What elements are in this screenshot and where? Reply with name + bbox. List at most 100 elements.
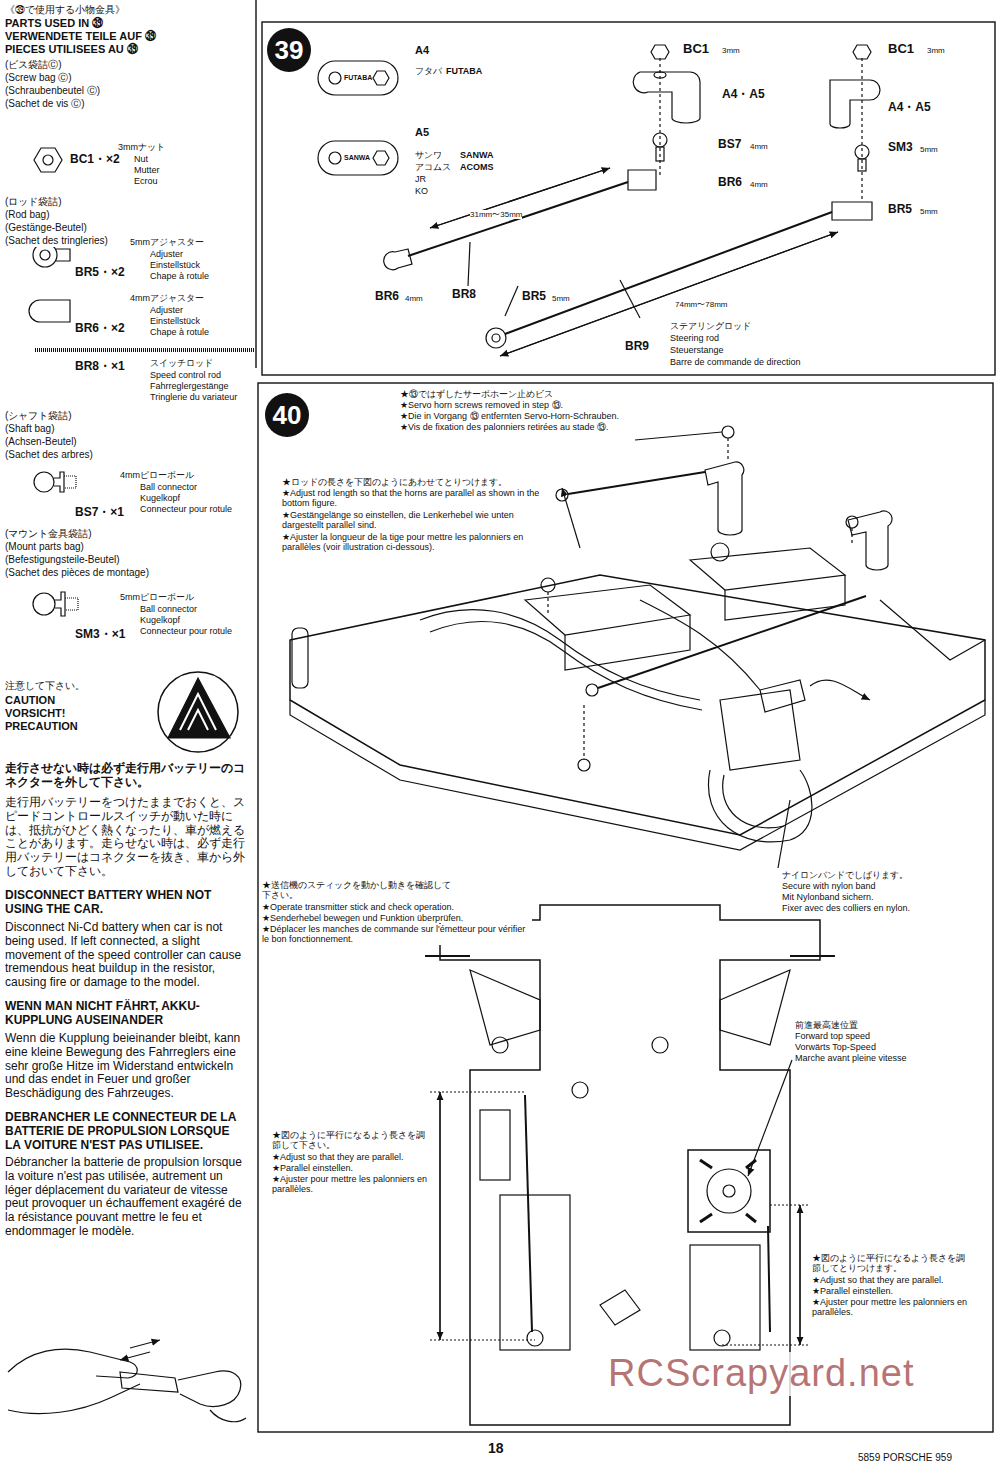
annotation-label: ★Vis de fixation des palonniers retirées… [400, 422, 608, 432]
annotation-label: アコムス [415, 162, 451, 172]
annotation-label: Mit Nylonband sichern. [782, 892, 874, 902]
annotation-label: ★Gestängelänge so einstellen, die Lenker… [282, 510, 542, 531]
annotation-label: SANWA [344, 154, 370, 162]
annotation-label: 4mm [405, 294, 423, 303]
annotation-label: (Achsen-Beutel) [5, 436, 77, 448]
speed-linkage [384, 45, 700, 316]
frames [256, 0, 995, 1432]
annotation-label: BR6・×2 [75, 322, 125, 336]
annotation-label: (Schraubenbeutel Ⓒ) [5, 85, 100, 97]
annotation-label: 5mmアジャスター [130, 237, 204, 247]
annotation-label: PARTS USED IN ㊴ [5, 17, 250, 30]
annotation-label: 前進最高速位置 [795, 1020, 858, 1030]
annotation-label: 4mmアジャスター [130, 293, 204, 303]
annotation-label: Tringlerie du variateur [150, 392, 237, 402]
annotation-label: DISCONNECT BATTERY WHEN NOT USING THE CA… [5, 889, 243, 917]
annotation-label: Steering rod [670, 333, 719, 343]
annotation-label: 3mmナット [118, 142, 165, 152]
annotation-label: 《㊴で使用する小物金具》 [5, 4, 250, 16]
annotation-label: SANWA [460, 150, 494, 160]
annotation-label: ★Operate transmitter stick and check ope… [262, 902, 532, 912]
annotation-label: スイッチロッド [150, 358, 213, 368]
annotation-label: BR5・×2 [75, 266, 125, 280]
annotation-label: KO [415, 186, 428, 196]
annotation-label: ★Ajuster la longueur de la tige pour met… [282, 532, 547, 553]
annotation-label: 注意して下さい。 [5, 680, 85, 692]
annotation-label: A4・A5 [722, 88, 765, 102]
annotation-label: ★図のように平行になるよう長さを調節してとりつけます。 [812, 1253, 972, 1274]
annotation-label: Adjuster [150, 249, 183, 259]
annotation-label: (Rod bag) [5, 209, 49, 221]
annotation-label: ★Adjust so that they are parallel. [272, 1152, 432, 1162]
annotation-label: ナイロンバンドでしばります。 [782, 870, 908, 880]
annotation-label: 走行用バッテリーをつけたままでおくと、スピードコントロールスイッチが動いた時には… [5, 796, 247, 879]
annotation-label: 4mm [750, 142, 768, 151]
annotation-label: ★Ajuster pour mettre les palonniers en p… [812, 1297, 972, 1318]
annotation-label: BR8・×1 [75, 360, 125, 374]
annotation-label: ★Ajuster pour mettre les palonniers en p… [272, 1174, 432, 1195]
watermark: RCScrapyard.net [608, 1352, 914, 1396]
annotation-label: ★Adjust so that they are parallel. [812, 1275, 972, 1285]
annotation-label: A4 [415, 44, 429, 57]
annotation-label: Ball connector [140, 604, 197, 614]
annotation-label: Mutter [134, 165, 160, 175]
annotation-label: Secure with nylon band [782, 881, 876, 891]
annotation-label: (Sachet des tringleries) [5, 235, 108, 247]
chassis-plan-view [425, 905, 835, 1425]
annotation-label: Chape à rotule [150, 271, 209, 281]
annotation-label: A5 [415, 126, 429, 139]
step-number: 39 [267, 28, 311, 72]
annotation-label: Connecteur pour rotule [140, 626, 245, 636]
annotation-label: BS7 [718, 138, 741, 152]
annotation-label: BR6 [375, 290, 399, 304]
annotation-label: Forward top speed [795, 1031, 870, 1041]
annotation-label: PIECES UTILISEES AU ㊴ [5, 43, 250, 56]
annotation-label: BS7・×1 [75, 506, 124, 520]
annotation-label: 5mmピローボール [120, 592, 194, 602]
annotation-label: ★ロッドの長さを下図のようにあわせてとりつけます。 [282, 477, 542, 487]
annotation-label: 5mm [552, 294, 570, 303]
annotation-label: Einstellstück [150, 260, 200, 270]
steering-linkage [486, 45, 880, 356]
annotation-label: WENN MAN NICHT FÄHRT, AKKU-KUPPLUNG AUSE… [5, 1000, 247, 1028]
annotation-label: ★図のように平行になるよう長さを調節して下さい。 [272, 1130, 432, 1151]
annotation-label: (Screw bag Ⓒ) [5, 72, 72, 84]
annotation-label: ★Parallel einstellen. [812, 1286, 972, 1296]
annotation-label: (Mount parts bag) [5, 541, 84, 553]
annotation-label: (Sachet de vis Ⓒ) [5, 98, 84, 110]
annotation-label: Vorwärts Top-Speed [795, 1042, 876, 1052]
annotation-label: BR5 [888, 203, 912, 217]
annotation-label: 3mm [722, 46, 740, 55]
annotation-label: (Sachet des pièces de montage) [5, 567, 149, 579]
annotation-label: ★Adjust rod length so that the horns are… [282, 488, 542, 509]
annotation-label: ステアリングロッド [670, 321, 751, 331]
annotation-label: VORSICHT! [5, 707, 66, 720]
annotation-label: SM3 [888, 141, 913, 155]
annotation-label: BR9 [625, 340, 649, 354]
servo-horns [318, 61, 398, 175]
annotation-label: 74mm〜78mm [675, 300, 727, 309]
step-number: 40 [265, 393, 309, 437]
annotation-label: BR8 [452, 288, 476, 302]
annotation-label: ★Parallel einstellen. [272, 1163, 432, 1173]
annotation-label: ★Die in Vorgang ⑬ entfernten Servo-Horn-… [400, 411, 619, 421]
annotation-label: PRECAUTION [5, 720, 78, 733]
annotation-label: BR5 [522, 290, 546, 304]
annotation-label: FUTABA [446, 66, 482, 76]
annotation-label: Débrancher la batterie de propulsion lor… [5, 1156, 247, 1239]
annotation-label: DEBRANCHER LE CONNECTEUR DE LA BATTERIE … [5, 1111, 247, 1152]
annotation-label: Einstellstück [150, 316, 200, 326]
annotation-label: 18 [488, 1440, 504, 1456]
hand-illustration [8, 1340, 246, 1422]
annotation-label: 5mm [920, 207, 938, 216]
annotation-label: ★⑬ではずしたサーボホーン止めビス [400, 389, 553, 399]
annotation-label: ACOMS [460, 162, 494, 172]
annotation-label: FUTABA [344, 74, 372, 82]
annotation-label: BC1 [683, 42, 709, 57]
annotation-label: (ロッド袋詰) [5, 196, 62, 208]
annotation-label: Steuerstange [670, 345, 724, 355]
annotation-label: Marche avant pleine vitesse [795, 1053, 907, 1063]
annotation-label: JR [415, 174, 426, 184]
annotation-label: BR6 [718, 176, 742, 190]
